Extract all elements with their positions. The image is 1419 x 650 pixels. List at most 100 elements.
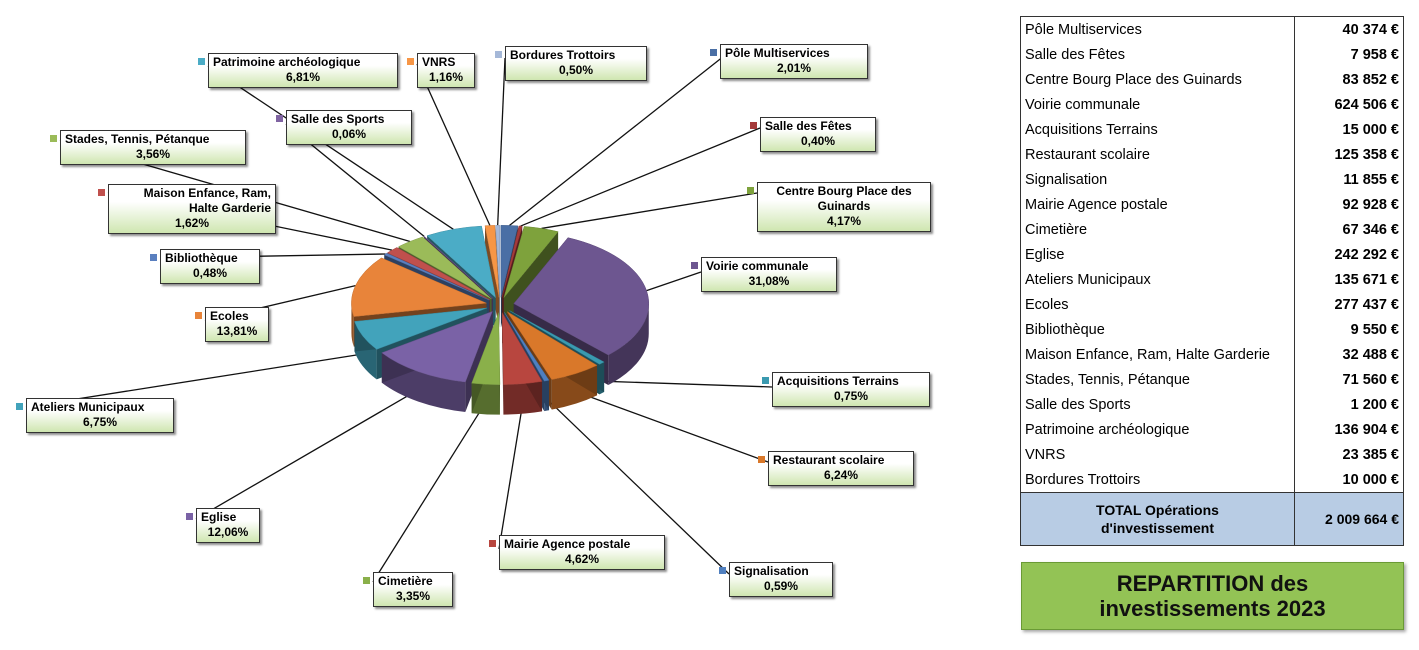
slice-color-key — [489, 540, 496, 547]
slice-label-percent: 0,48% — [192, 266, 228, 280]
slice-label-percent: 4,17% — [826, 214, 862, 228]
slice-label-name: Pôle Multiservices — [725, 46, 830, 60]
slice-color-key — [16, 403, 23, 410]
row-amount: 71 560 € — [1294, 367, 1404, 392]
slice-color-key — [719, 567, 726, 574]
slice-label-percent: 6,81% — [285, 70, 321, 84]
slice-color-key — [276, 115, 283, 122]
slice-color-key — [195, 312, 202, 319]
row-amount: 15 000 € — [1294, 117, 1404, 142]
slice-label-name: Cimetière — [378, 574, 433, 588]
slice-label-name: Ecoles — [210, 309, 249, 323]
row-label: Salle des Sports — [1020, 392, 1295, 417]
row-label: Ateliers Municipaux — [1020, 267, 1295, 292]
leader-line — [372, 401, 487, 583]
slice-label-name: Restaurant scolaire — [773, 453, 885, 467]
leader-line — [601, 380, 773, 388]
slice-label-percent: 3,35% — [395, 589, 431, 603]
row-amount: 136 904 € — [1294, 417, 1404, 442]
slice-label-percent: 6,24% — [823, 468, 859, 482]
pie-slice — [495, 225, 501, 298]
slice-label-name: Signalisation — [734, 564, 809, 578]
total-label: TOTAL Opérations d'investissement — [1020, 492, 1295, 546]
leader-line — [546, 398, 730, 575]
slice-label-percent: 13,81% — [216, 324, 258, 338]
slice-label-percent: 6,75% — [82, 415, 118, 429]
row-amount: 242 292 € — [1294, 242, 1404, 267]
slice-label-percent: 4,62% — [564, 552, 600, 566]
pie-slice — [386, 247, 490, 300]
slice-label-name: Voirie communale — [706, 259, 809, 273]
slice-label-percent: 0,50% — [558, 63, 594, 77]
leader-line — [646, 271, 702, 292]
slice-color-key — [691, 262, 698, 269]
pie-slice — [398, 236, 492, 300]
row-label: Voirie communale — [1020, 92, 1295, 117]
slice-label-name: Maison Enfance, Ram, Halte Garderie — [143, 186, 271, 215]
slice-label-percent: 12,06% — [207, 525, 249, 539]
leader-line — [498, 401, 524, 550]
slice-label-name: Salle des Fêtes — [765, 119, 852, 133]
slice-label-name: Ateliers Municipaux — [31, 400, 145, 414]
pie-slice — [504, 312, 550, 382]
row-label: Acquisitions Terrains — [1020, 117, 1295, 142]
row-amount: 67 346 € — [1294, 217, 1404, 242]
leader-line — [520, 127, 761, 227]
slice-color-key — [50, 135, 57, 142]
row-amount: 624 506 € — [1294, 92, 1404, 117]
pie-slice — [501, 311, 543, 385]
slice-label-name: Acquisitions Terrains — [777, 374, 899, 388]
slice-label-percent: 0,75% — [833, 389, 869, 403]
slice-color-key — [186, 513, 193, 520]
pie-slice — [383, 252, 490, 301]
slice-label-name: Mairie Agence postale — [504, 537, 631, 551]
row-amount: 92 928 € — [1294, 192, 1404, 217]
leader-line — [416, 63, 491, 226]
chart-title-box: REPARTITION des investissements 2023 — [1021, 562, 1404, 630]
slice-label-percent: 31,08% — [748, 274, 790, 288]
row-label: Restaurant scolaire — [1020, 142, 1295, 167]
slice-label-name: Patrimoine archéologique — [213, 55, 361, 69]
row-label: VNRS — [1020, 442, 1295, 467]
pie-slice — [381, 311, 493, 383]
slice-label-name: Bordures Trottoirs — [510, 48, 616, 62]
row-label: Signalisation — [1020, 167, 1295, 192]
slice-label-name: Bibliothèque — [165, 251, 238, 265]
pie-slice — [426, 225, 497, 299]
pie-slice-wall — [351, 303, 354, 347]
slice-color-key — [762, 377, 769, 384]
slice-label-percent: 0,59% — [763, 579, 799, 593]
total-amount: 2 009 664 € — [1294, 492, 1404, 546]
pie-slice — [501, 225, 523, 298]
pie-slice — [500, 225, 519, 298]
pie-slice — [509, 310, 605, 365]
pie-chart — [25, 55, 773, 583]
slice-label-percent: 0,40% — [800, 134, 836, 148]
row-amount: 23 385 € — [1294, 442, 1404, 467]
leader-line — [497, 57, 506, 226]
slice-label-percent: 2,01% — [776, 61, 812, 75]
row-amount: 125 358 € — [1294, 142, 1404, 167]
row-label: Maison Enfance, Ram, Halte Garderie — [1020, 342, 1295, 367]
pie-slice — [351, 257, 488, 317]
